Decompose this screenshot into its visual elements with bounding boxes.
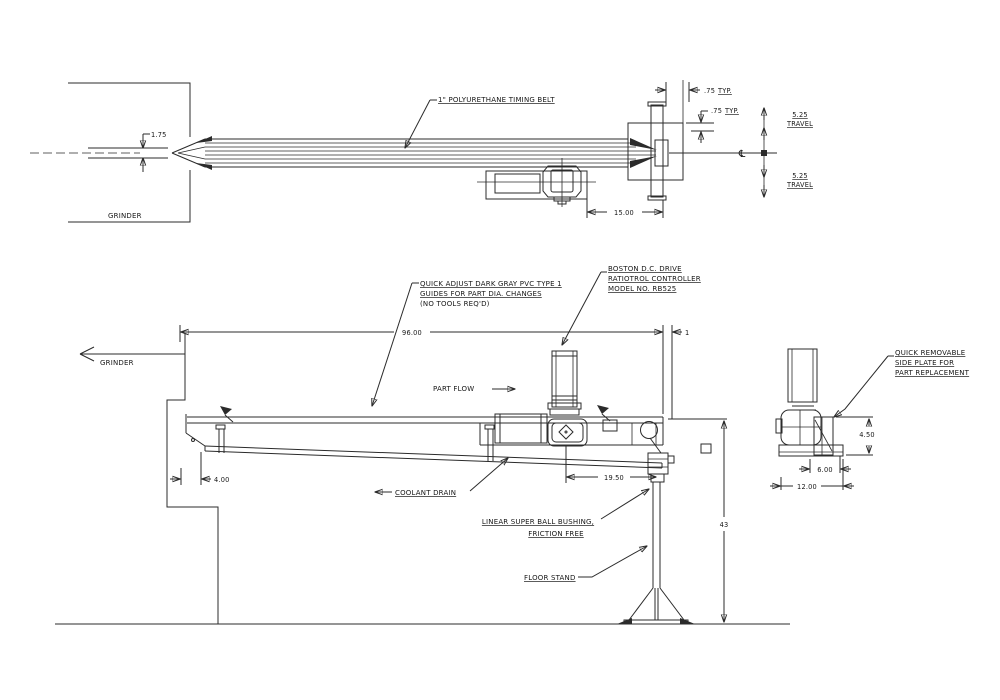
dim-end-offset-text: 1 [685,329,689,337]
side-view: GRINDER 96.00 1 QUICK ADJUST DARK GRAY P… [55,265,790,624]
travel-bottom-label: TRAVEL [786,181,813,189]
bushing-line1: LINEAR SUPER BALL BUSHING, [482,518,594,526]
travel-top-label: TRAVEL [786,120,813,128]
guide-clamp-flag-left [220,406,233,422]
centerline-symbol: ℄ [738,149,746,160]
controller-cylinder-side [548,351,581,415]
conveyor-rails-side [186,414,663,446]
part-flow-label: PART FLOW [433,385,474,393]
quick-adjust-line2: GUIDES FOR PART DIA. CHANGES [420,290,542,298]
dim-belt-nose [88,134,168,172]
belt-callout-leader [405,100,437,148]
dim-overall [180,325,682,419]
drive-line3: MODEL NO. RB525 [608,285,676,293]
quick-adjust-line3: (NO TOOLS REQ'D) [420,300,490,308]
dim-height [668,419,727,622]
travel-bottom-value: 5.25 [792,172,807,180]
belt-callout-text: 1" POLYURETHANE TIMING BELT [438,96,555,104]
top-view: GRINDER 1.75 [30,80,813,222]
quick-adjust-line1: QUICK ADJUST DARK GRAY PVC TYPE 1 [420,280,562,288]
floor-stand-leader [578,546,647,577]
end-view: 4.50 6.00 12.00 QUICK REMOVABLE SIDE PLA… [770,349,970,491]
dim-drive-plan-text: 15.00 [614,209,634,217]
plate-callout-line3: PART REPLACEMENT [895,369,970,377]
drive-line2: RATIOTROL CONTROLLER [608,275,701,283]
dim-height-text: 43 [720,521,729,529]
dim-typ2-value: .75 [711,107,722,115]
guide-clamp-flag-right [597,405,617,431]
support-pins [216,425,494,461]
dim-drive-plan [587,196,663,218]
dim-typ2 [686,111,714,143]
grinder-label-plan: GRINDER [108,212,142,220]
dim-base-width-text: 12.00 [797,483,817,491]
bushing-leader [601,489,649,519]
grinder-wall-plan [30,83,190,222]
floor-stand-column [617,482,695,624]
travel-top-value: 5.25 [792,111,807,119]
dim-belt-nose-text: 1.75 [151,131,166,139]
bushing-line2: FRICTION FREE [528,530,584,538]
dim-typ1-suffix: TYP. [717,87,732,95]
grinder-arrow [80,347,185,361]
dim-typ2-suffix: TYP. [724,107,739,115]
end-view-base-plate [779,445,843,456]
dim-plate-height-text: 4.50 [859,431,874,439]
end-view-side-plate [814,417,833,455]
grinder-wall-side [167,333,218,624]
grinder-label-side: GRINDER [100,359,134,367]
dim-drive-offset-text: 19.50 [604,474,624,482]
dim-base-width [770,459,854,490]
plate-callout-leader [834,356,894,417]
dim-infeed [170,452,211,485]
quick-adjust-leader [372,283,419,406]
dim-typ1-value: .75 [704,87,715,95]
centerline-travel [669,108,777,197]
timing-belt-plan [172,136,668,170]
dim-typ1 [655,82,700,102]
drive-line1: BOSTON D.C. DRIVE [608,265,682,273]
floor-stand-label: FLOOR STAND [524,574,576,582]
dim-overall-text: 96.00 [402,329,422,337]
dim-base-inner-text: 6.00 [817,466,832,474]
drive-callout-leader [562,272,607,345]
drive-motor-plan [477,158,596,207]
drive-motor-side [495,414,587,446]
end-roller [641,422,658,439]
coolant-drain-leaders [375,458,508,492]
plate-callout-line2: SIDE PLATE FOR [895,359,954,367]
end-view-motor [788,349,817,410]
coolant-drain-tube [205,444,711,468]
coolant-drain-label: COOLANT DRAIN [395,489,456,497]
dim-drive-offset [566,446,656,483]
plate-callout-line1: QUICK REMOVABLE [895,349,965,357]
dim-infeed-text: 4.00 [214,476,229,484]
